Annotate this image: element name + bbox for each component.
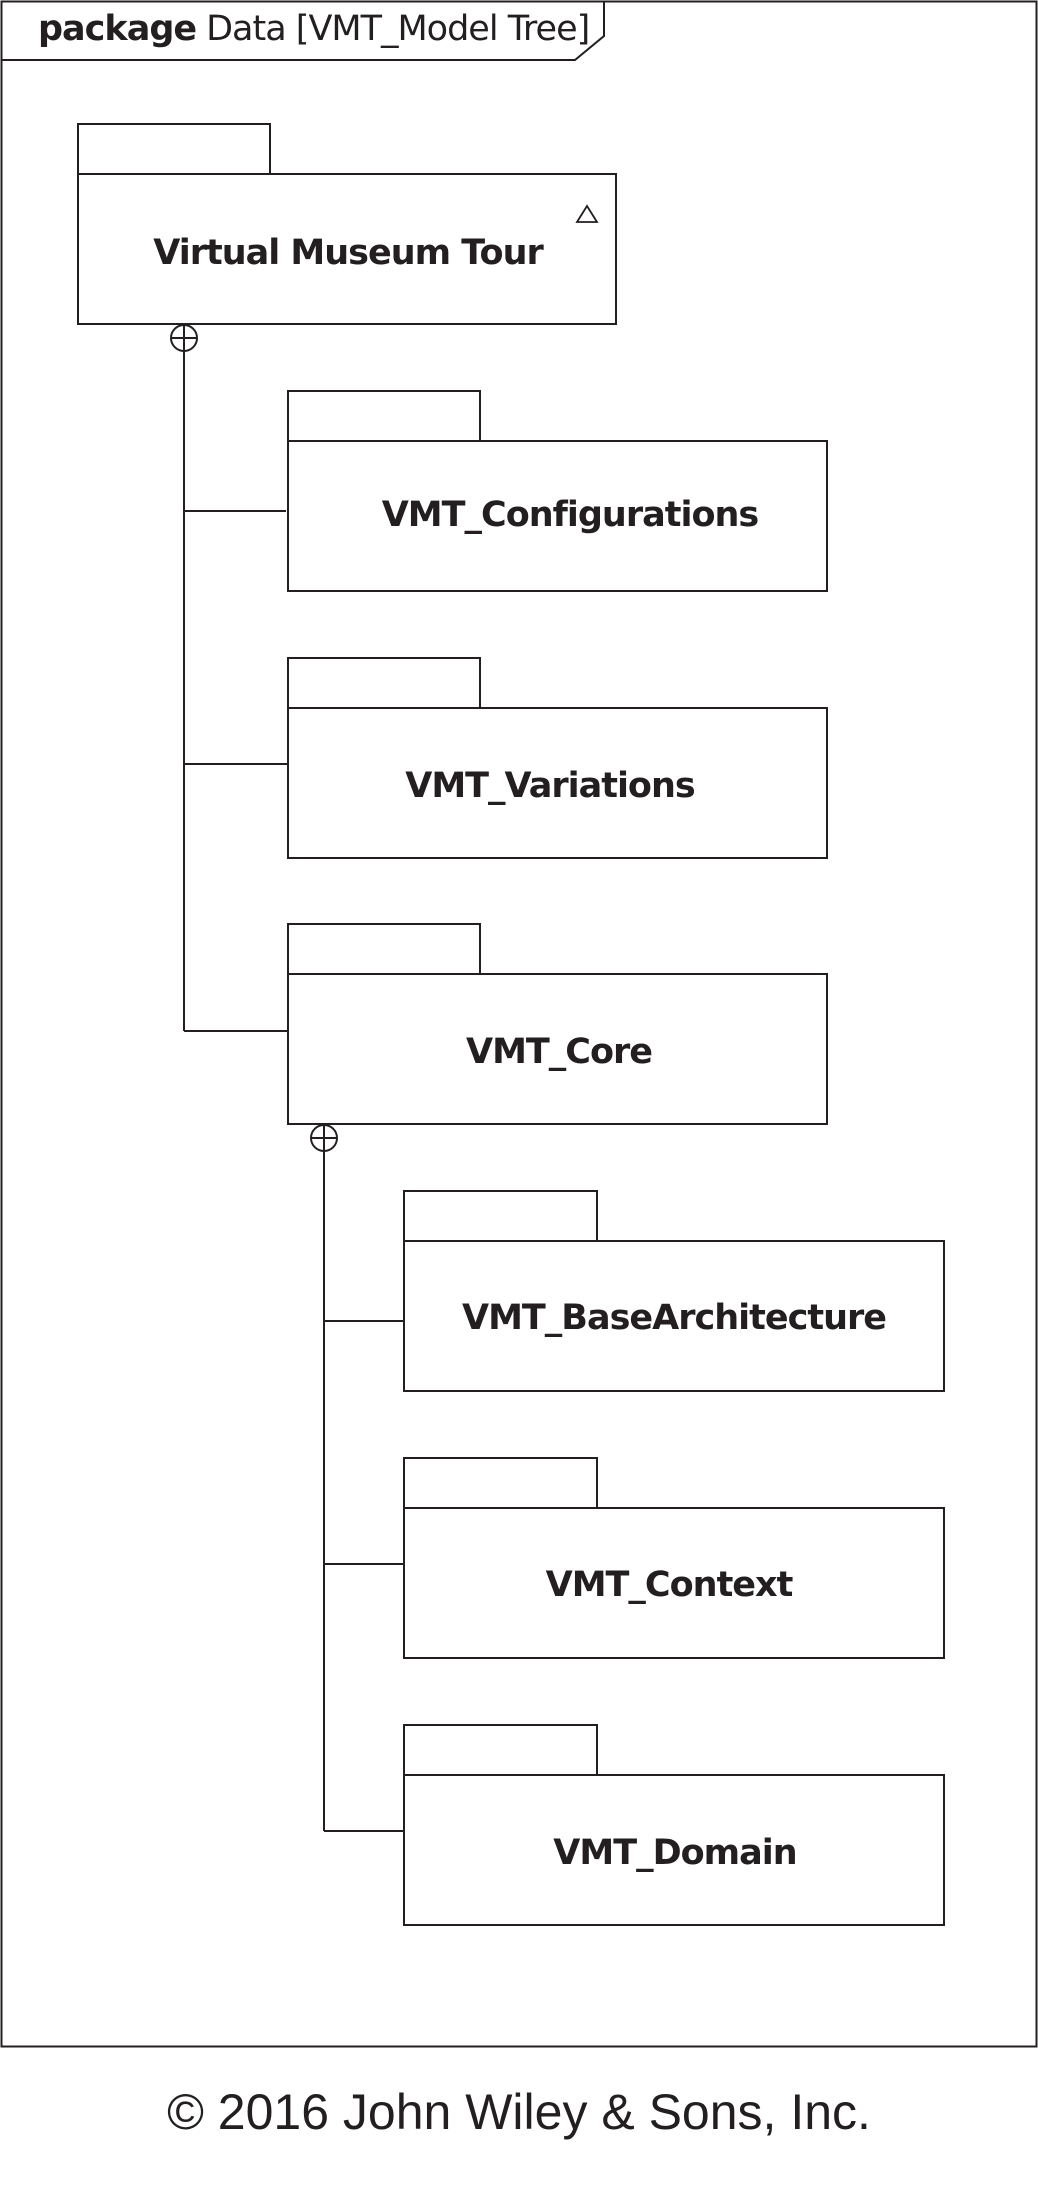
copyright-notice: © 2016 John Wiley & Sons, Inc. <box>167 2084 871 2140</box>
package-tab <box>287 657 481 709</box>
package-name: VMT_Core <box>466 1032 652 1072</box>
package-body <box>287 973 828 1125</box>
package-vmt-core[interactable]: VMT_Core <box>287 923 828 1125</box>
containment-anchor-icon <box>170 324 198 352</box>
package-tab <box>287 390 481 442</box>
containment-lines-core <box>323 1151 404 1832</box>
package-body <box>403 1240 945 1392</box>
containment-anchor-icon <box>310 1124 338 1152</box>
package-virtual-museum-tour[interactable]: Virtual Museum Tour <box>77 123 617 325</box>
package-tab <box>403 1190 598 1242</box>
triangle-icon <box>575 204 599 223</box>
package-tab <box>77 123 271 175</box>
package-tab <box>287 923 481 975</box>
package-body <box>287 707 828 859</box>
package-vmt-context[interactable]: VMT_Context <box>403 1457 945 1659</box>
package-body <box>403 1774 945 1926</box>
package-name: VMT_BaseArchitecture <box>462 1298 886 1338</box>
package-tab <box>403 1724 598 1776</box>
package-vmt-configurations[interactable]: VMT_Configurations <box>287 390 828 592</box>
package-name: VMT_Variations <box>405 766 695 806</box>
package-tab <box>403 1457 598 1509</box>
package-name: VMT_Domain <box>553 1833 796 1873</box>
package-vmt-domain[interactable]: VMT_Domain <box>403 1724 945 1926</box>
package-body <box>287 440 828 592</box>
package-body <box>77 173 617 325</box>
package-name: Virtual Museum Tour <box>153 233 544 273</box>
package-vmt-base-architecture[interactable]: VMT_BaseArchitecture <box>403 1190 945 1392</box>
package-body <box>403 1507 945 1659</box>
package-name: VMT_Configurations <box>382 495 759 535</box>
containment-lines-root <box>183 351 288 1032</box>
package-vmt-variations[interactable]: VMT_Variations <box>287 657 828 859</box>
frame-keyword: package <box>38 9 196 49</box>
diagram-frame <box>0 0 1038 2048</box>
package-name: VMT_Context <box>546 1565 793 1605</box>
frame-name-tab <box>1 1 605 61</box>
frame-title: Data [VMT_Model Tree] <box>206 9 589 49</box>
